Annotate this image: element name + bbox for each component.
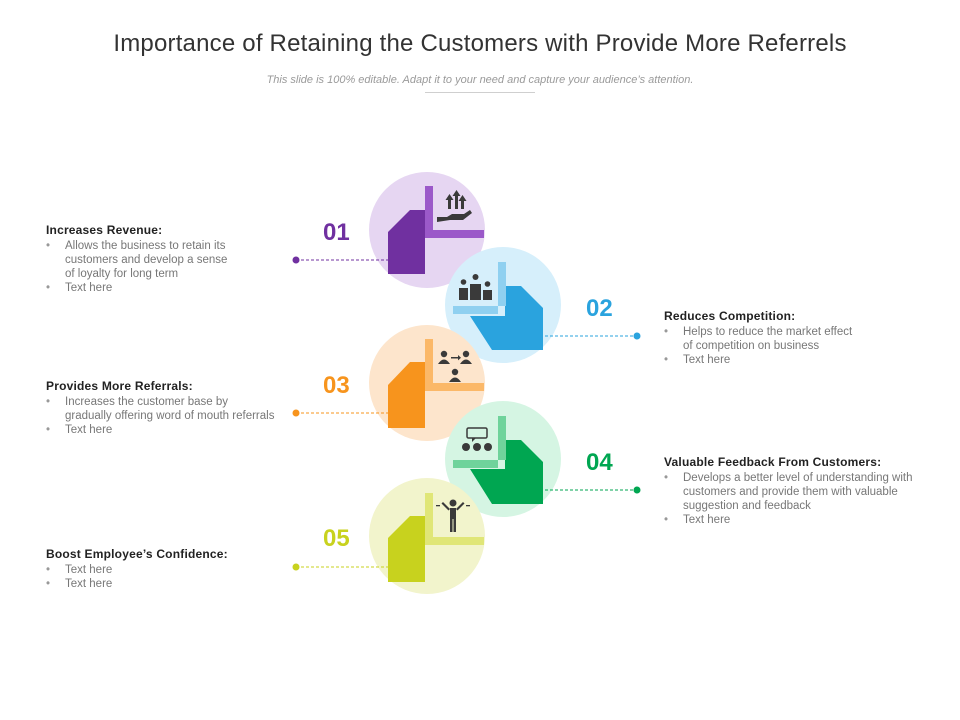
step-2-text: Reduces Competition: Helps to reduce the… bbox=[664, 309, 924, 367]
step-3-item: Text here bbox=[46, 423, 296, 437]
step-1-shape bbox=[292, 172, 485, 288]
page-subtitle: This slide is 100% editable. Adapt it to… bbox=[266, 74, 694, 86]
feedback-chat-icon bbox=[462, 427, 492, 451]
step-5-list: Text here Text here bbox=[46, 563, 306, 591]
step-4-dot bbox=[633, 486, 641, 494]
step-3-text: Provides More Referrals: Increases the c… bbox=[46, 379, 296, 437]
step-2-list: Helps to reduce the market effect of com… bbox=[664, 325, 924, 367]
step-4-item: suggestion and feedback bbox=[683, 500, 811, 512]
step-5-fold-edge bbox=[425, 493, 484, 545]
podium-icon bbox=[459, 274, 492, 300]
step-4-text: Valuable Feedback From Customers: Develo… bbox=[664, 455, 944, 527]
step-3-item: Increases the customer base by bbox=[46, 395, 296, 409]
step-3-dot bbox=[292, 409, 300, 417]
step-5-item: Text here bbox=[46, 563, 306, 577]
step-1-item: of loyalty for long term bbox=[65, 268, 179, 280]
step-2-item: Text here bbox=[664, 353, 924, 367]
step-5-item: Text here bbox=[46, 577, 306, 591]
step-4-item: Text here bbox=[664, 513, 944, 527]
step-2-title: Reduces Competition: bbox=[664, 309, 796, 323]
step-1-item: customers and develop a sense bbox=[65, 254, 228, 266]
step-4-number: 04 bbox=[586, 449, 613, 476]
step-4-item: customers and provide them with valuable bbox=[683, 486, 898, 498]
step-5-shape bbox=[292, 478, 485, 594]
step-5-text: Boost Employee’s Confidence: Text here T… bbox=[46, 547, 306, 591]
step-3-number: 03 bbox=[323, 372, 350, 399]
step-1-dot bbox=[292, 256, 300, 264]
step-4-fold bbox=[470, 440, 543, 504]
step-3-shape bbox=[292, 325, 485, 441]
step-2-fold-edge bbox=[453, 262, 506, 314]
step-3-list: Increases the customer base by gradually… bbox=[46, 395, 296, 437]
step-2-shape bbox=[445, 247, 641, 363]
step-1-list: Allows the business to retain its custom… bbox=[46, 239, 306, 295]
step-4-shape bbox=[445, 401, 641, 517]
step-1-number: 01 bbox=[323, 219, 350, 246]
step-3-item: gradually offering word of mouth referra… bbox=[65, 410, 275, 422]
step-1-fold bbox=[388, 210, 425, 274]
step-1-item: Allows the business to retain its bbox=[46, 239, 306, 253]
step-3-fold-edge bbox=[425, 339, 484, 391]
step-2-item: of competition on business bbox=[683, 340, 820, 352]
step-1-text: Increases Revenue: Allows the business t… bbox=[46, 223, 306, 295]
referral-users-icon bbox=[438, 350, 472, 382]
step-1-item: Text here bbox=[46, 281, 306, 295]
step-4-item: Develops a better level of understanding… bbox=[664, 471, 944, 485]
step-2-item: Helps to reduce the market effect bbox=[664, 325, 924, 339]
step-2-number: 02 bbox=[586, 295, 613, 322]
step-4-fold-edge bbox=[453, 416, 506, 468]
confident-person-icon bbox=[436, 499, 470, 532]
step-5-title: Boost Employee’s Confidence: bbox=[46, 547, 228, 561]
step-5-number: 05 bbox=[323, 525, 350, 552]
page-title: Importance of Retaining the Customers wi… bbox=[113, 30, 847, 57]
step-4-list: Develops a better level of understanding… bbox=[664, 471, 944, 527]
step-1-title: Increases Revenue: bbox=[46, 223, 163, 237]
step-5-fold bbox=[388, 516, 425, 582]
step-3-fold bbox=[388, 362, 425, 428]
step-2-fold bbox=[470, 286, 543, 350]
subtitle-divider bbox=[425, 92, 535, 93]
step-2-dot bbox=[633, 332, 641, 340]
step-3-title: Provides More Referrals: bbox=[46, 379, 193, 393]
step-4-title: Valuable Feedback From Customers: bbox=[664, 455, 882, 469]
step-1-fold-edge bbox=[425, 186, 484, 238]
money-hand-icon bbox=[437, 190, 472, 222]
